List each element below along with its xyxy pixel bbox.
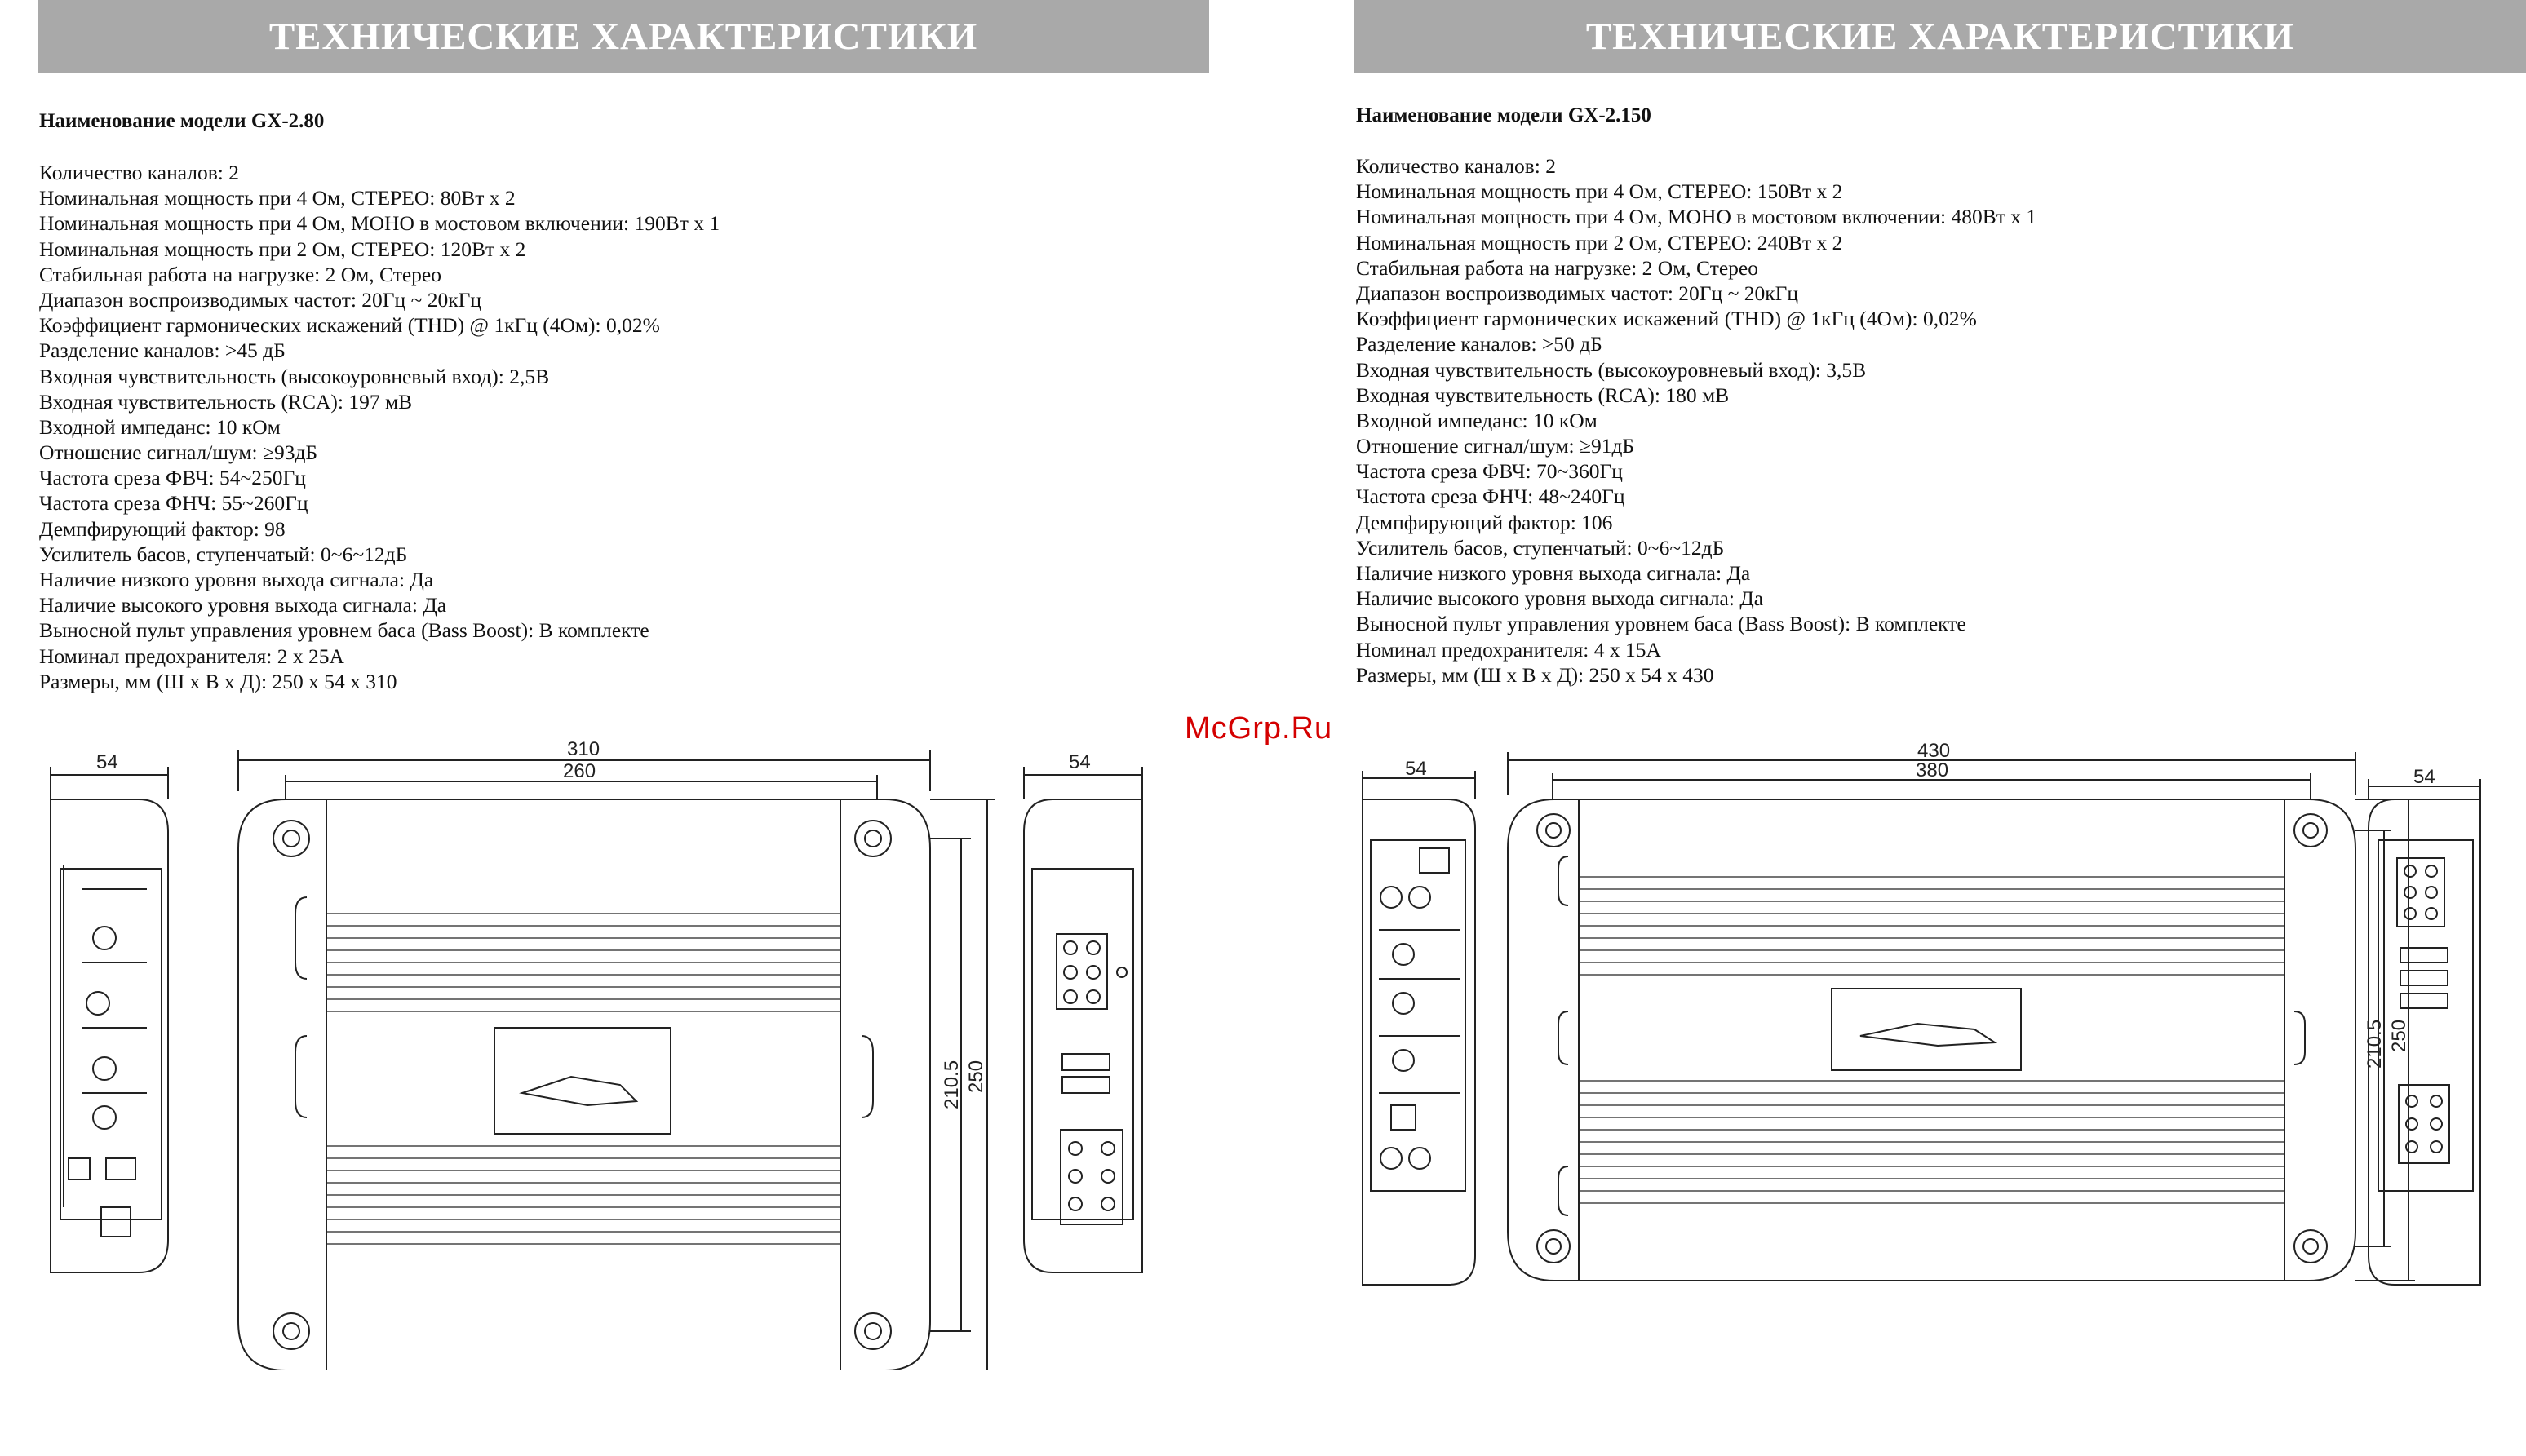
- dimension-label: 210.5: [2364, 1020, 2386, 1069]
- spec-item: Частота среза ФВЧ: 54~250Гц: [39, 466, 306, 490]
- technical-drawing-left: 54 310 260 54 210.5 250: [50, 738, 1143, 1370]
- spec-item: Выносной пульт управления уровнем баса (…: [1356, 612, 1966, 636]
- spec-list: Количество каналов: 2 Номинальная мощнос…: [39, 160, 720, 694]
- dimension-label: 54: [96, 751, 118, 773]
- spec-item: Количество каналов: 2: [1356, 154, 1556, 178]
- spec-item: Номинал предохранителя: 4 x 15А: [1356, 637, 1661, 662]
- spec-item: Отношение сигнал/шум: ≥93дБ: [39, 440, 318, 465]
- spec-item: Стабильная работа на нагрузке: 2 Ом, Сте…: [39, 262, 442, 286]
- spec-item: Наличие низкого уровня выхода сигнала: Д…: [39, 568, 434, 591]
- side-view-left: [50, 767, 169, 1273]
- spec-item: Наличие низкого уровня выхода сигнала: Д…: [1356, 561, 1751, 585]
- spec-item: Номинал предохранителя: 2 x 25А: [39, 644, 344, 668]
- spec-item: Номинальная мощность при 2 Ом, СТЕРЕО: 2…: [1356, 230, 1843, 254]
- spec-item: Номинальная мощность при 4 Ом, СТЕРЕО: 8…: [39, 186, 516, 210]
- dimension-label: 250: [2388, 1020, 2410, 1052]
- spec-item: Входная чувствительность (RCA): 197 мВ: [39, 389, 413, 414]
- spec-item: Наличие высокого уровня выхода сигнала: …: [39, 593, 447, 617]
- spec-item: Диапазон воспроизводимых частот: 20Гц ~ …: [39, 287, 482, 312]
- dimension-label: 310: [567, 738, 600, 760]
- spec-item: Входная чувствительность (высокоуровневы…: [39, 364, 550, 388]
- section-header: ТЕХНИЧЕСКИЕ ХАРАКТЕРИСТИКИ: [1354, 0, 2526, 73]
- spec-item: Разделение каналов: >45 дБ: [39, 339, 286, 363]
- spec-item: Номинальная мощность при 2 Ом, СТЕРЕО: 1…: [39, 237, 526, 261]
- top-view: [237, 750, 995, 1370]
- watermark: McGrp.Ru: [1185, 711, 1333, 746]
- spec-item: Частота среза ФВЧ: 70~360Гц: [1356, 459, 1623, 484]
- spec-item: Количество каналов: 2: [39, 161, 239, 184]
- spec-item: Усилитель басов, ступенчатый: 0~6~12дБ: [1356, 535, 1725, 560]
- spec-item: Размеры, мм (Ш x В x Д): 250 x 54 x 430: [1356, 662, 1714, 687]
- spec-item: Демпфирующий фактор: 98: [39, 516, 286, 541]
- spec-item: Демпфирующий фактор: 106: [1356, 510, 1613, 534]
- side-view-right: [1023, 767, 1143, 1273]
- model-name: Наименование модели GX-2.150: [1356, 104, 1651, 126]
- spec-item: Коэффициент гармонических искажений (THD…: [39, 313, 660, 338]
- spec-item: Номинальная мощность при 4 Ом, МОНО в мо…: [1356, 205, 2037, 229]
- side-view-right: [2368, 779, 2481, 1286]
- spec-item: Диапазон воспроизводимых частот: 20Гц ~ …: [1356, 281, 1799, 305]
- spec-item: Входная чувствительность (RCA): 180 мВ: [1356, 383, 1730, 407]
- top-view: [1507, 752, 2415, 1281]
- dimension-label: 250: [965, 1060, 987, 1093]
- dimension-label: 260: [563, 760, 596, 782]
- spec-item: Частота среза ФНЧ: 48~240Гц: [1356, 485, 1625, 509]
- spec-item: Номинальная мощность при 4 Ом, МОНО в мо…: [39, 211, 720, 236]
- spec-item: Размеры, мм (Ш x В x Д): 250 x 54 x 310: [39, 669, 397, 693]
- spec-item: Выносной пульт управления уровнем баса (…: [39, 618, 649, 643]
- side-view-left: [1362, 771, 1476, 1286]
- dimension-label: 54: [2413, 766, 2435, 788]
- technical-drawing-right: 54 430 380 54 210.5 250: [1362, 740, 2481, 1286]
- spec-item: Номинальная мощность при 4 Ом, СТЕРЕО: 1…: [1356, 179, 1843, 204]
- spec-item: Входная чувствительность (высокоуровневы…: [1356, 357, 1867, 382]
- spec-item: Усилитель басов, ступенчатый: 0~6~12дБ: [39, 542, 408, 566]
- dimension-label: 210.5: [941, 1060, 963, 1109]
- dimension-label: 54: [1069, 751, 1091, 773]
- dimension-label: 430: [1917, 740, 1950, 762]
- spec-item: Стабильная работа на нагрузке: 2 Ом, Сте…: [1356, 255, 1759, 280]
- spec-item: Входной импеданс: 10 кОм: [39, 414, 281, 439]
- spec-item: Коэффициент гармонических искажений (THD…: [1356, 307, 1977, 331]
- spec-item: Частота среза ФНЧ: 55~260Гц: [39, 491, 308, 516]
- dimension-label: 380: [1916, 759, 1948, 781]
- spec-item: Отношение сигнал/шум: ≥91дБ: [1356, 434, 1635, 458]
- model-name: Наименование модели GX-2.80: [39, 110, 325, 132]
- spec-list: Количество каналов: 2 Номинальная мощнос…: [1356, 153, 2036, 688]
- section-header: ТЕХНИЧЕСКИЕ ХАРАКТЕРИСТИКИ: [38, 0, 1209, 73]
- spec-item: Входной импеданс: 10 кОм: [1356, 408, 1598, 432]
- dimension-label: 54: [1405, 758, 1427, 780]
- spec-item: Наличие высокого уровня выхода сигнала: …: [1356, 586, 1764, 611]
- spec-item: Разделение каналов: >50 дБ: [1356, 332, 1602, 356]
